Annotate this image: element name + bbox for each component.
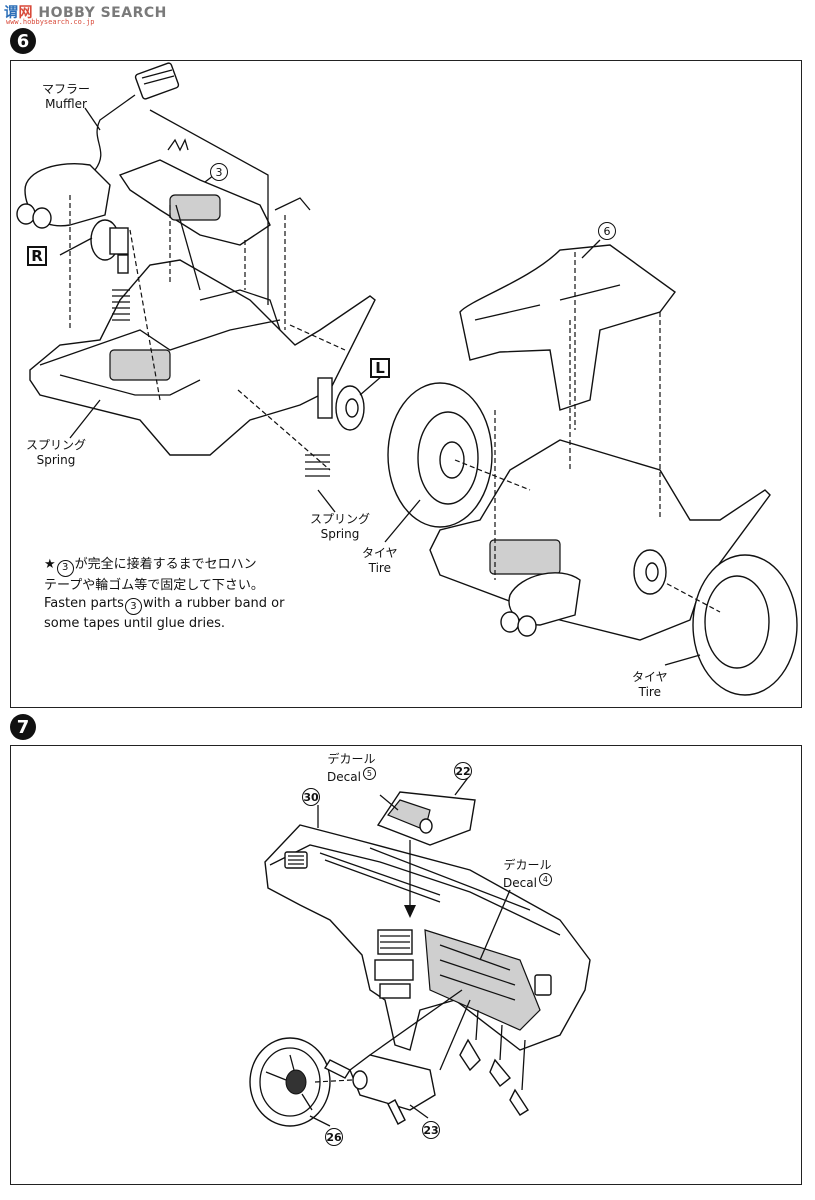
tire-label-left-en: Tire: [368, 561, 391, 575]
tire-label-right: タイヤ Tire: [632, 670, 668, 700]
decal-5-label-en: Decal: [327, 770, 361, 784]
note-en-c: some tapes until glue dries.: [44, 616, 226, 631]
part-22-callout: 22: [454, 762, 472, 780]
watermark-logo: 谓网 HOBBY SEARCH: [4, 2, 167, 22]
decal-4-number: 4: [538, 873, 552, 886]
watermark-char-1: 谓: [4, 5, 19, 21]
side-l-marker: L: [370, 358, 390, 378]
part-26-callout: 26: [325, 1128, 343, 1146]
muffler-label-en: Muffler: [45, 97, 87, 111]
note-part-circle-jp: 3: [56, 559, 74, 577]
spring-label-left: スプリング Spring: [26, 438, 86, 468]
decal-5-label-jp: デカール: [327, 752, 376, 766]
part-30-callout: 30: [302, 788, 320, 806]
star-mark: ★: [44, 557, 56, 572]
step-6-badge: 6: [10, 28, 36, 54]
note-jp-b: テープや輪ゴム等で固定して下さい。: [44, 577, 264, 593]
note-en-b: with a rubber band or: [142, 595, 285, 611]
spring-label-right: スプリング Spring: [310, 512, 370, 542]
part-3-callout: 3: [210, 163, 228, 181]
watermark-subtext: www.hobbysearch.co.jp: [6, 18, 95, 26]
decal-4-label-jp: デカール: [503, 858, 552, 872]
muffler-label: マフラー Muffler: [42, 82, 90, 112]
step-7-badge: 7: [10, 714, 36, 740]
spring-label-right-en: Spring: [320, 527, 360, 541]
note-en-a: Fasten parts: [44, 595, 124, 611]
tire-label-left-jp: タイヤ: [362, 546, 398, 560]
side-r-marker: R: [27, 246, 47, 266]
spring-label-left-jp: スプリング: [26, 438, 87, 452]
spring-label-right-jp: スプリング: [310, 512, 371, 526]
muffler-label-jp: マフラー: [42, 82, 91, 96]
watermark-text: HOBBY SEARCH: [38, 5, 167, 21]
left-chassis: [29, 259, 376, 456]
step-7-frame: [10, 745, 802, 1185]
tire-label-right-en: Tire: [638, 685, 661, 699]
part-23-callout: 23: [422, 1121, 440, 1139]
note-part-circle-en: 3: [124, 598, 142, 615]
watermark-char-2: 网: [18, 5, 33, 21]
part-6-callout: 6: [598, 222, 616, 240]
decal-5-number: 5: [362, 767, 376, 780]
decal-4-label-en: Decal: [503, 876, 537, 890]
step-6-frame: [10, 60, 802, 708]
spring-label-left-en: Spring: [36, 453, 76, 467]
tire-label-left: タイヤ Tire: [362, 546, 398, 576]
note-jp-a: が完全に接着するまでセロハン: [74, 557, 257, 572]
tire-label-right-jp: タイヤ: [632, 670, 668, 684]
